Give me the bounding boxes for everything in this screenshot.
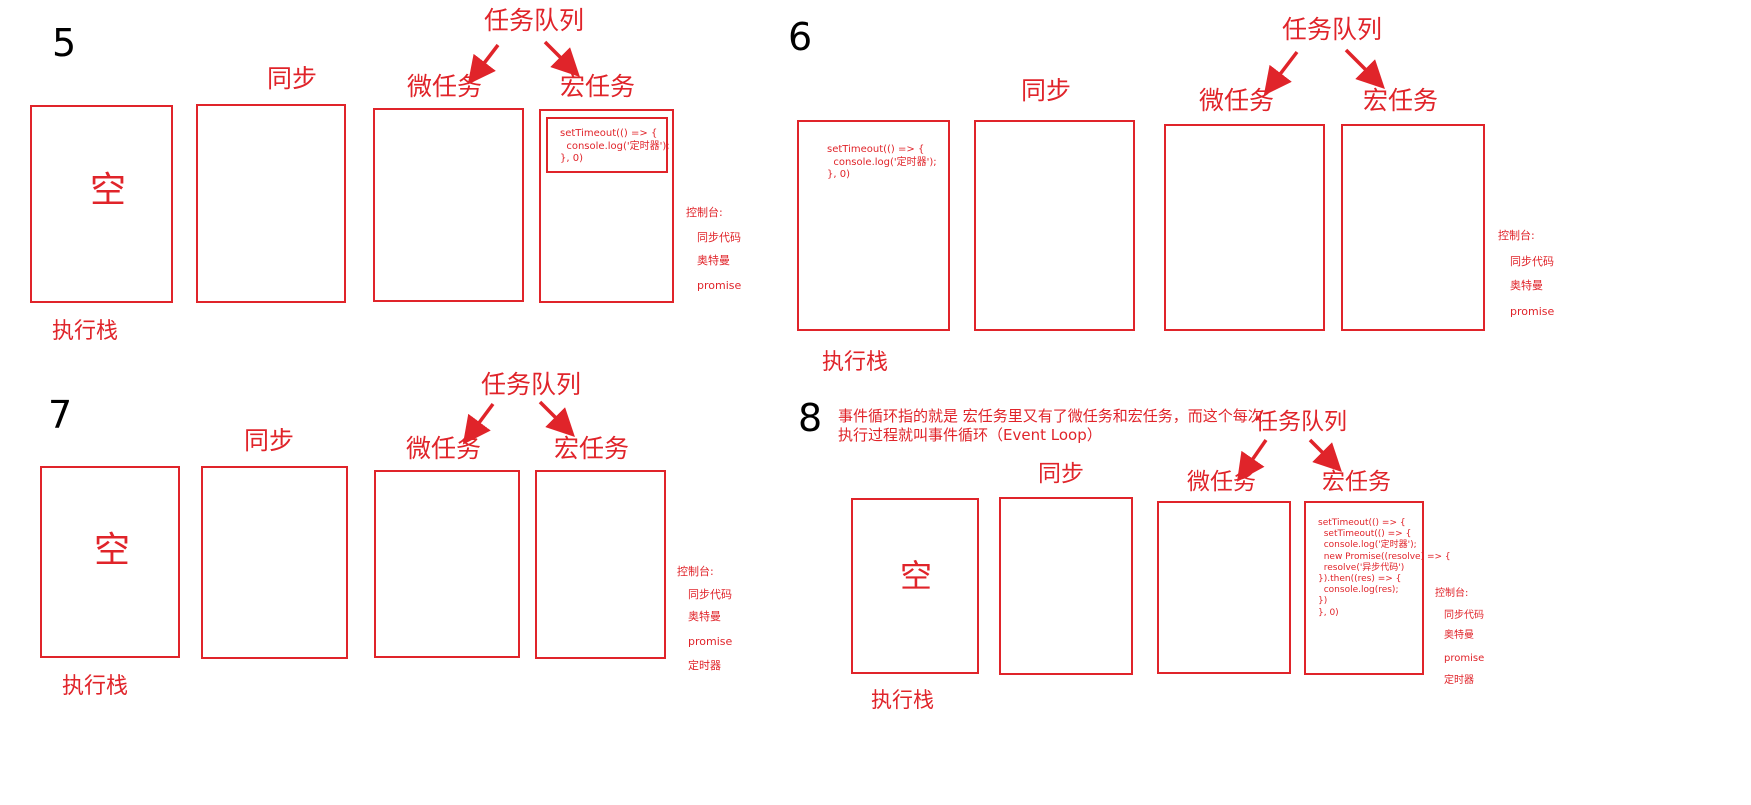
- console-label: 控制台:: [677, 565, 714, 578]
- arrow-to-macro: [538, 400, 575, 437]
- event-loop-note-line-2: 执行过程就叫事件循环（Event Loop）: [838, 426, 1102, 444]
- console-line: 定时器: [688, 659, 721, 672]
- console-line: 同步代码: [1510, 255, 1554, 268]
- arrow-to-macro: [543, 40, 580, 77]
- console-line: 奥特曼: [688, 610, 721, 623]
- sync-box: [201, 466, 348, 659]
- arrow-to-macro: [1308, 438, 1342, 472]
- micro-task-box: [374, 470, 520, 658]
- arrow-to-macro: [1344, 48, 1385, 89]
- stack-empty-text: 空: [94, 530, 131, 571]
- stack-empty-text: 空: [90, 170, 127, 211]
- task-queue-label: 任务队列: [1282, 15, 1383, 44]
- sync-label: 同步: [1021, 76, 1072, 105]
- stack-empty-text: 空: [900, 557, 933, 595]
- macro-task-item: setTimeout(() => { console.log('定时器'); }…: [546, 117, 670, 173]
- execution-stack-box: setTimeout(() => { console.log('定时器'); }…: [797, 120, 950, 331]
- console-line: 同步代码: [697, 231, 741, 244]
- stack-code: setTimeout(() => { console.log('定时器'); }…: [827, 144, 937, 180]
- sync-label: 同步: [244, 426, 295, 455]
- task-queue-label: 任务队列: [484, 6, 585, 35]
- macro-task-box: setTimeout(() => { setTimeout(() => { co…: [1304, 501, 1451, 675]
- macro-task-code: setTimeout(() => { console.log('定时器'); }…: [560, 128, 670, 164]
- micro-task-label: 微任务: [1187, 469, 1256, 495]
- micro-task-box: [1164, 124, 1325, 331]
- sync-box: [196, 104, 346, 303]
- execution-stack-label: 执行栈: [62, 674, 129, 699]
- console-line: promise: [1510, 305, 1555, 318]
- micro-task-label: 微任务: [406, 434, 482, 463]
- execution-stack-label: 执行栈: [52, 319, 119, 344]
- console-label: 控制台:: [686, 206, 723, 219]
- execution-stack-box: 空: [30, 105, 173, 303]
- macro-task-code: setTimeout(() => { setTimeout(() => { co…: [1318, 518, 1451, 618]
- macro-task-box: setTimeout(() => { console.log('定时器'); }…: [539, 109, 674, 303]
- micro-task-label: 微任务: [407, 72, 483, 101]
- console-line: 奥特曼: [697, 254, 730, 267]
- console-label: 控制台:: [1498, 229, 1535, 242]
- execution-stack-box: 空: [851, 498, 979, 674]
- panel-number: 8: [798, 396, 823, 440]
- macro-task-box: [535, 470, 666, 659]
- micro-task-box: [373, 108, 524, 302]
- execution-stack-label: 执行栈: [871, 688, 934, 712]
- panel-number: 6: [788, 15, 813, 59]
- macro-task-box: [1341, 124, 1485, 331]
- macro-task-label: 宏任务: [1322, 469, 1391, 495]
- arrow-to-micro: [1263, 50, 1299, 96]
- macro-task-label: 宏任务: [554, 434, 630, 463]
- sync-box: [974, 120, 1135, 331]
- panel-number: 7: [48, 393, 73, 437]
- task-queue-label: 任务队列: [1255, 409, 1347, 435]
- execution-stack-label: 执行栈: [822, 350, 889, 375]
- console-line: promise: [697, 279, 742, 292]
- macro-task-label: 宏任务: [560, 72, 636, 101]
- sync-box: [999, 497, 1133, 675]
- sync-label: 同步: [1038, 461, 1084, 487]
- console-line: 定时器: [1444, 675, 1474, 686]
- micro-task-label: 微任务: [1199, 86, 1275, 115]
- console-line: 同步代码: [688, 588, 732, 601]
- console-label: 控制台:: [1435, 588, 1469, 599]
- console-line: promise: [688, 635, 733, 648]
- micro-task-box: [1157, 501, 1291, 674]
- console-line: 同步代码: [1444, 610, 1484, 621]
- sync-label: 同步: [267, 64, 318, 93]
- console-line: 奥特曼: [1444, 630, 1474, 641]
- event-loop-note-line-1: 事件循环指的就是 宏任务里又有了微任务和宏任务，而这个每次: [838, 407, 1263, 425]
- task-queue-label: 任务队列: [481, 370, 582, 399]
- execution-stack-box: 空: [40, 466, 180, 658]
- console-line: 奥特曼: [1510, 279, 1543, 292]
- console-line: promise: [1444, 653, 1485, 664]
- panel-number: 5: [52, 21, 77, 65]
- macro-task-label: 宏任务: [1363, 86, 1439, 115]
